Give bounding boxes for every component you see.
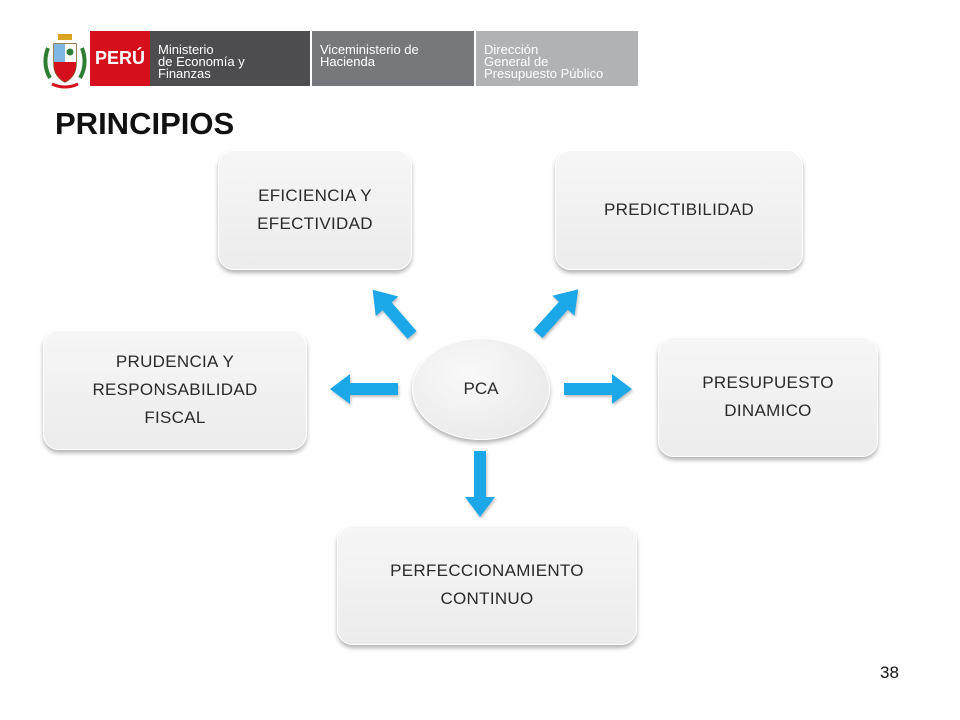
viceministry-line-2: Hacienda [320,54,375,69]
viceministry-line-1: Viceministerio de [320,42,419,57]
node-prudencia-label: PRUDENCIA Y RESPONSABILIDAD FISCAL [92,352,258,427]
node-presupuesto: PRESUPUESTO DINAMICO [658,337,878,457]
header-banner: PERÚ Ministerio de Economía y Finanzas V… [0,0,960,96]
page-number: 38 [880,663,899,682]
peru-brand-box: PERÚ [90,31,150,86]
node-predictibilidad-label: PREDICTIBILIDAD [604,200,754,219]
node-perfeccionamiento-label: PERFECCIONAMIENTO CONTINUO [390,561,584,608]
arrow-to-eficiencia-icon [372,289,417,339]
ministry-segment: Ministerio de Economía y Finanzas [150,31,310,86]
node-presupuesto-label: PRESUPUESTO DINAMICO [702,373,834,420]
ministry-line-3: Finanzas [158,66,211,81]
coat-of-arms-icon [43,34,87,89]
center-node-label: PCA [463,379,499,398]
direction-line-1: Dirección [484,42,539,57]
arrow-to-presupuesto-icon [564,374,632,404]
arrow-to-perfeccionamiento-icon [465,451,495,517]
ministry-line-2: de Economía y [158,54,245,69]
viceministry-segment: Viceministerio de Hacienda [312,31,474,86]
direction-line-2: General de [484,54,549,69]
node-prudencia: PRUDENCIA Y RESPONSABILIDAD FISCAL [43,330,307,450]
direction-segment: Dirección General de Presupuesto Público [476,31,638,86]
page-title: PRINCIPIOS [55,106,235,141]
node-perfeccionamiento: PERFECCIONAMIENTO CONTINUO [337,525,637,645]
center-node-pca: PCA [412,338,550,440]
arrow-to-prudencia-icon [330,374,398,404]
arrow-to-predictibilidad-icon [533,289,579,339]
direction-line-3: Presupuesto Público [484,66,604,81]
node-predictibilidad: PREDICTIBILIDAD [555,150,803,270]
node-eficiencia: EFICIENCIA Y EFECTIVIDAD [218,150,412,270]
peru-label: PERÚ [94,48,145,68]
ministry-line-1: Ministerio [158,42,214,57]
node-eficiencia-label: EFICIENCIA Y EFECTIVIDAD [257,186,373,233]
